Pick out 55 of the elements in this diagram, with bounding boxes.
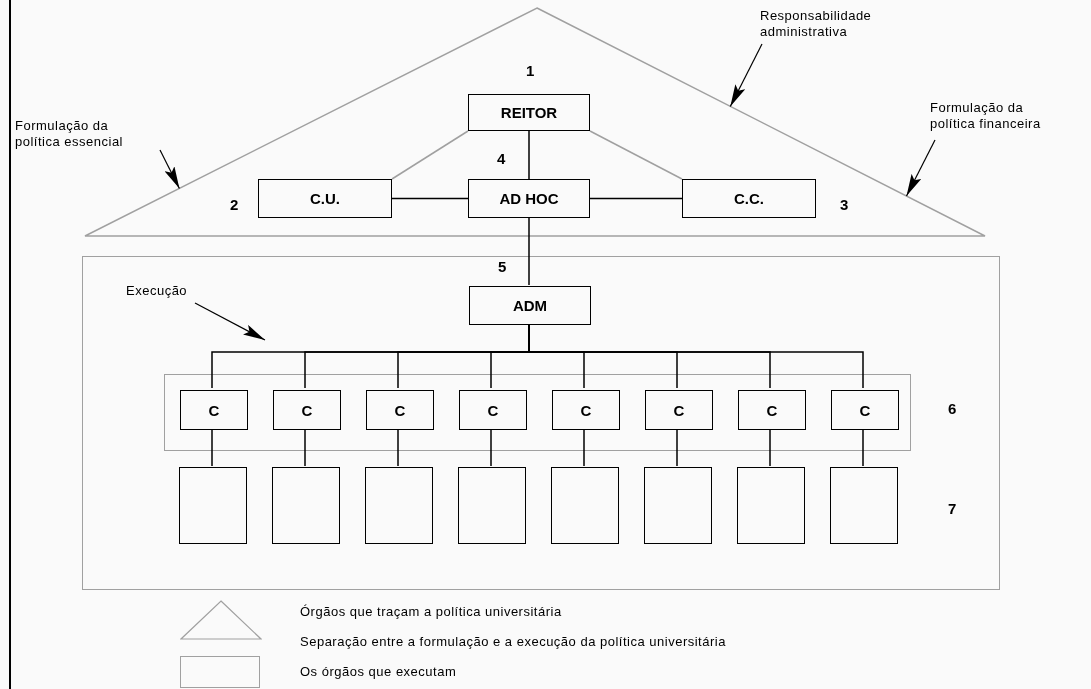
connector-line — [676, 427, 678, 467]
arrow — [905, 139, 936, 197]
org-box: C — [552, 390, 620, 430]
connector-line — [862, 427, 864, 467]
annotation-text: Formulação da política essencial — [15, 118, 145, 152]
org-box: C.C. — [682, 179, 816, 218]
legend-text: Separação entre a formulação e a execução da política universitária — [300, 634, 726, 649]
connector-line — [769, 427, 771, 467]
node-number: 5 — [498, 258, 507, 275]
group-frame — [82, 256, 1000, 590]
empty-box — [458, 467, 526, 544]
empty-box — [272, 467, 340, 544]
org-box: REITOR — [468, 94, 590, 131]
org-box: C — [180, 390, 248, 430]
org-box: ADM — [469, 286, 591, 325]
connector-line — [589, 130, 683, 180]
connector-line — [304, 427, 306, 467]
org-box: C — [645, 390, 713, 430]
legend-text: Órgãos que traçam a política universitária — [300, 604, 562, 619]
arrow — [729, 43, 763, 107]
connector-line — [528, 217, 530, 286]
node-number: 2 — [230, 196, 239, 213]
arrow — [159, 149, 180, 189]
arrow — [194, 302, 266, 341]
connector-line — [391, 130, 469, 180]
annotation-text: Execução — [126, 283, 216, 303]
node-number: 3 — [840, 196, 849, 213]
org-box: C.U. — [258, 179, 392, 218]
empty-box — [179, 467, 247, 544]
connector-line — [490, 427, 492, 467]
empty-box — [365, 467, 433, 544]
connector-line — [391, 197, 469, 200]
connector-line — [583, 427, 585, 467]
org-box: C — [459, 390, 527, 430]
connector-line — [397, 427, 399, 467]
node-number: 4 — [497, 150, 506, 167]
node-number: 6 — [948, 400, 957, 417]
empty-box — [737, 467, 805, 544]
empty-box — [551, 467, 619, 544]
group-frame — [164, 374, 911, 451]
org-box: AD HOC — [468, 179, 590, 218]
connector-line — [211, 427, 213, 467]
org-box: C — [273, 390, 341, 430]
annotation-text: Responsabilidade administrativa — [760, 8, 930, 42]
annotation-text: Formulação da política financeira — [930, 100, 1070, 134]
org-box: C — [831, 390, 899, 430]
node-number: 7 — [948, 500, 957, 517]
node-number: 1 — [526, 62, 535, 79]
org-box: C — [738, 390, 806, 430]
org-box: C — [366, 390, 434, 430]
connector-line — [589, 197, 683, 200]
empty-box — [644, 467, 712, 544]
connector-line — [528, 130, 530, 180]
empty-box — [830, 467, 898, 544]
legend-text: Os órgãos que executam — [300, 664, 457, 679]
